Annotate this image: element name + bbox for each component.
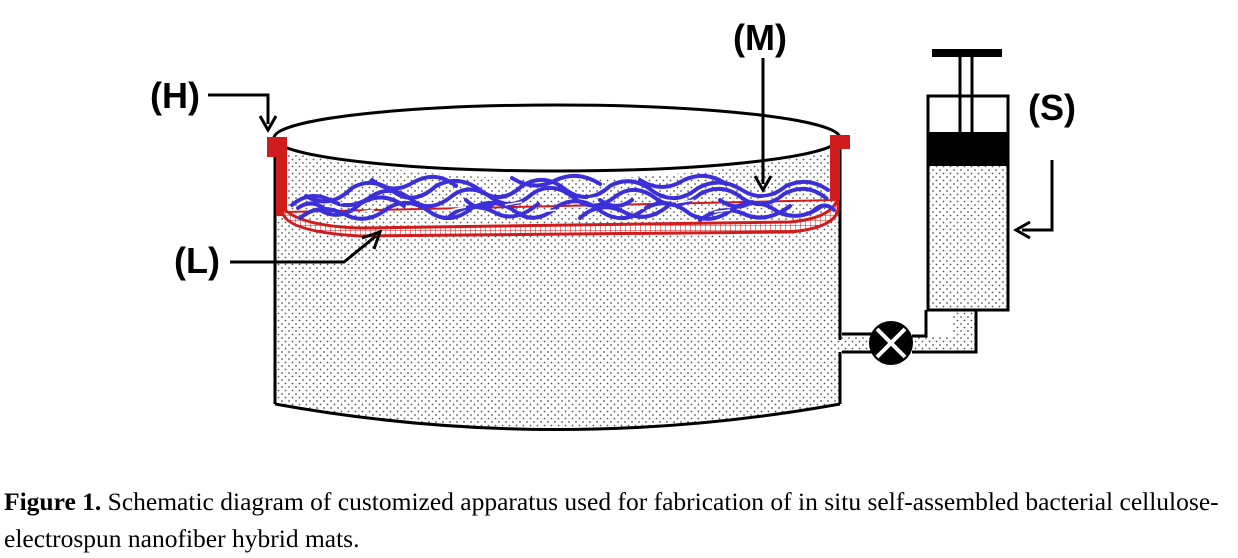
support-mesh (281, 195, 840, 238)
caption-text: Schematic diagram of customized apparatu… (4, 487, 1219, 553)
valve-icon (869, 321, 913, 365)
apparatus-diagram: (H) (M) (L) (S) (150, 17, 1076, 431)
label-h: (H) (150, 75, 278, 134)
caption-label: Figure 1. (4, 487, 102, 516)
figure-caption: Figure 1. Schematic diagram of customize… (4, 483, 1234, 557)
label-m-text: (M) (733, 17, 787, 58)
outlet-pipe (840, 310, 978, 354)
label-l: (L) (174, 229, 383, 281)
culture-container (272, 103, 842, 431)
label-s-text: (S) (1028, 87, 1076, 128)
syringe (926, 49, 1010, 312)
label-s: (S) (1012, 87, 1076, 240)
label-m: (M) (733, 17, 787, 194)
nanofiber-mat (290, 173, 836, 222)
label-l-text: (L) (174, 240, 220, 281)
label-h-text: (H) (150, 75, 200, 116)
